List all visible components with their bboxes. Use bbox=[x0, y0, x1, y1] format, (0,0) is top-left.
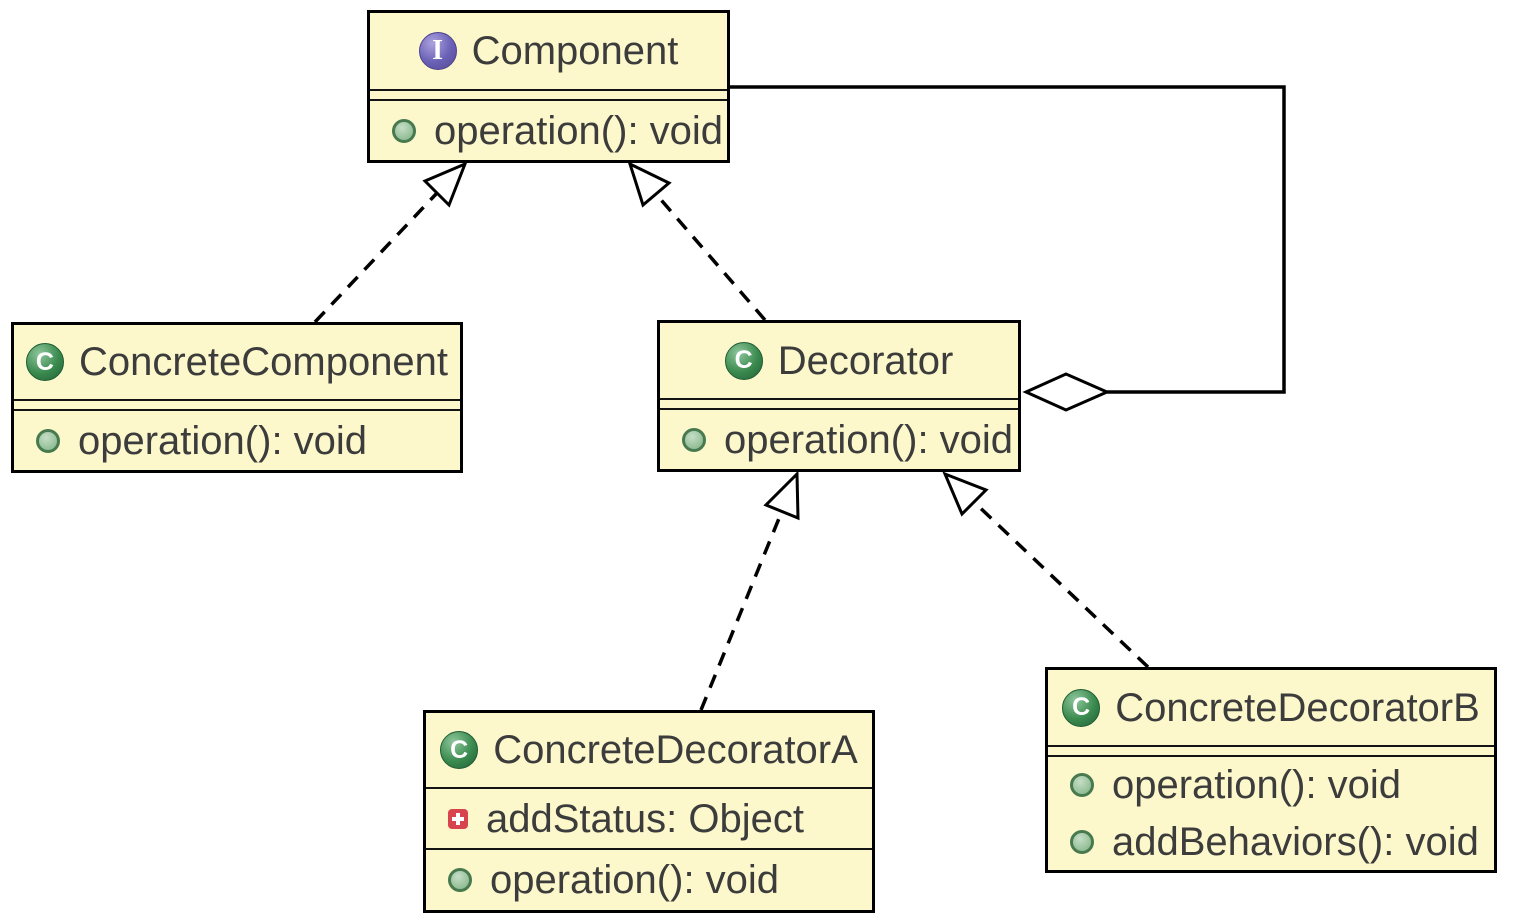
class-icon: C bbox=[25, 343, 64, 381]
compartment-divider bbox=[660, 408, 1018, 410]
class-title: C ConcreteComponent bbox=[14, 325, 460, 399]
class-box-concrete-decorator-b[interactable]: C ConcreteDecoratorB operation(): void a… bbox=[1045, 667, 1497, 873]
interface-icon-letter: I bbox=[432, 35, 444, 66]
class-icon-letter: C bbox=[35, 347, 54, 376]
compartment-divider bbox=[426, 848, 872, 850]
realization-line-decorator bbox=[654, 192, 767, 322]
methods-compartment: operation(): void bbox=[660, 410, 1018, 469]
methods-compartment: operation(): void bbox=[426, 850, 872, 910]
method-label: addBehaviors(): void bbox=[1112, 819, 1479, 864]
realization-line-concretecomponent bbox=[313, 191, 439, 324]
public-method-icon bbox=[682, 427, 706, 452]
public-method-icon bbox=[392, 118, 416, 143]
class-title: C ConcreteDecoratorA bbox=[426, 713, 872, 787]
class-box-concrete-component[interactable]: C ConcreteComponent operation(): void bbox=[11, 322, 463, 473]
method-row: operation(): void bbox=[370, 101, 727, 160]
field-icon bbox=[448, 808, 468, 829]
method-row: addBehaviors(): void bbox=[1048, 814, 1494, 871]
compartment-divider bbox=[660, 398, 1018, 400]
class-icon-letter: C bbox=[450, 735, 469, 764]
class-name: ConcreteDecoratorB bbox=[1115, 685, 1480, 730]
hollow-triangle-arrow-icon bbox=[763, 470, 800, 521]
method-row: operation(): void bbox=[14, 411, 460, 470]
hollow-triangle-arrow-icon bbox=[627, 161, 672, 208]
field-row: addStatus: Object bbox=[426, 789, 872, 848]
public-method-icon bbox=[1070, 829, 1094, 854]
class-name: Component bbox=[471, 29, 679, 73]
method-label: operation(): void bbox=[490, 858, 780, 902]
class-icon-letter: C bbox=[734, 346, 753, 374]
class-name: ConcreteComponent bbox=[78, 340, 449, 384]
aggregation-diamond-icon bbox=[1022, 372, 1111, 412]
field-label: addStatus: Object bbox=[486, 796, 804, 841]
empty-fields-compartment bbox=[1048, 747, 1494, 755]
class-title: C ConcreteDecoratorB bbox=[1048, 670, 1494, 745]
method-row: operation(): void bbox=[660, 410, 1018, 469]
class-box-decorator[interactable]: C Decorator operation(): void bbox=[657, 320, 1021, 472]
public-method-icon bbox=[36, 428, 60, 453]
class-icon: C bbox=[724, 341, 763, 380]
compartment-divider bbox=[370, 99, 727, 101]
class-box-concrete-decorator-a[interactable]: C ConcreteDecoratorA addStatus: Object o… bbox=[423, 710, 875, 913]
class-title: I Component bbox=[370, 13, 727, 89]
method-row: operation(): void bbox=[426, 850, 872, 910]
public-method-icon bbox=[448, 868, 472, 892]
methods-compartment: operation(): void bbox=[14, 411, 460, 470]
class-name: Decorator bbox=[777, 338, 954, 383]
public-method-icon bbox=[1070, 773, 1094, 798]
compartment-divider bbox=[1048, 745, 1494, 747]
empty-fields-compartment bbox=[660, 400, 1018, 408]
compartment-divider bbox=[426, 787, 872, 789]
class-icon: C bbox=[1062, 688, 1101, 727]
interface-icon: I bbox=[418, 32, 457, 70]
class-title: C Decorator bbox=[660, 323, 1018, 398]
hollow-triangle-arrow-icon bbox=[942, 471, 989, 517]
aggregation-line bbox=[729, 85, 1286, 394]
generalization-line-concretedecoratorb bbox=[972, 500, 1150, 669]
class-name: ConcreteDecoratorA bbox=[493, 728, 858, 772]
method-label: operation(): void bbox=[434, 108, 724, 153]
compartment-divider bbox=[1048, 755, 1494, 757]
compartment-divider bbox=[370, 89, 727, 91]
compartment-divider bbox=[14, 399, 460, 401]
empty-fields-compartment bbox=[14, 401, 460, 409]
class-icon-letter: C bbox=[1072, 693, 1091, 721]
methods-compartment: operation(): void bbox=[370, 101, 727, 160]
fields-compartment: addStatus: Object bbox=[426, 789, 872, 848]
generalization-line-concretedecoratora bbox=[699, 510, 784, 711]
compartment-divider bbox=[14, 409, 460, 411]
empty-fields-compartment bbox=[370, 91, 727, 99]
method-label: operation(): void bbox=[78, 418, 368, 463]
class-box-component[interactable]: I Component operation(): void bbox=[367, 10, 730, 163]
method-label: operation(): void bbox=[724, 417, 1014, 462]
method-row: operation(): void bbox=[1048, 757, 1494, 814]
method-label: operation(): void bbox=[1112, 763, 1402, 808]
hollow-triangle-arrow-icon bbox=[422, 161, 468, 208]
methods-compartment: operation(): void addBehaviors(): void bbox=[1048, 757, 1494, 870]
class-icon: C bbox=[440, 731, 479, 769]
